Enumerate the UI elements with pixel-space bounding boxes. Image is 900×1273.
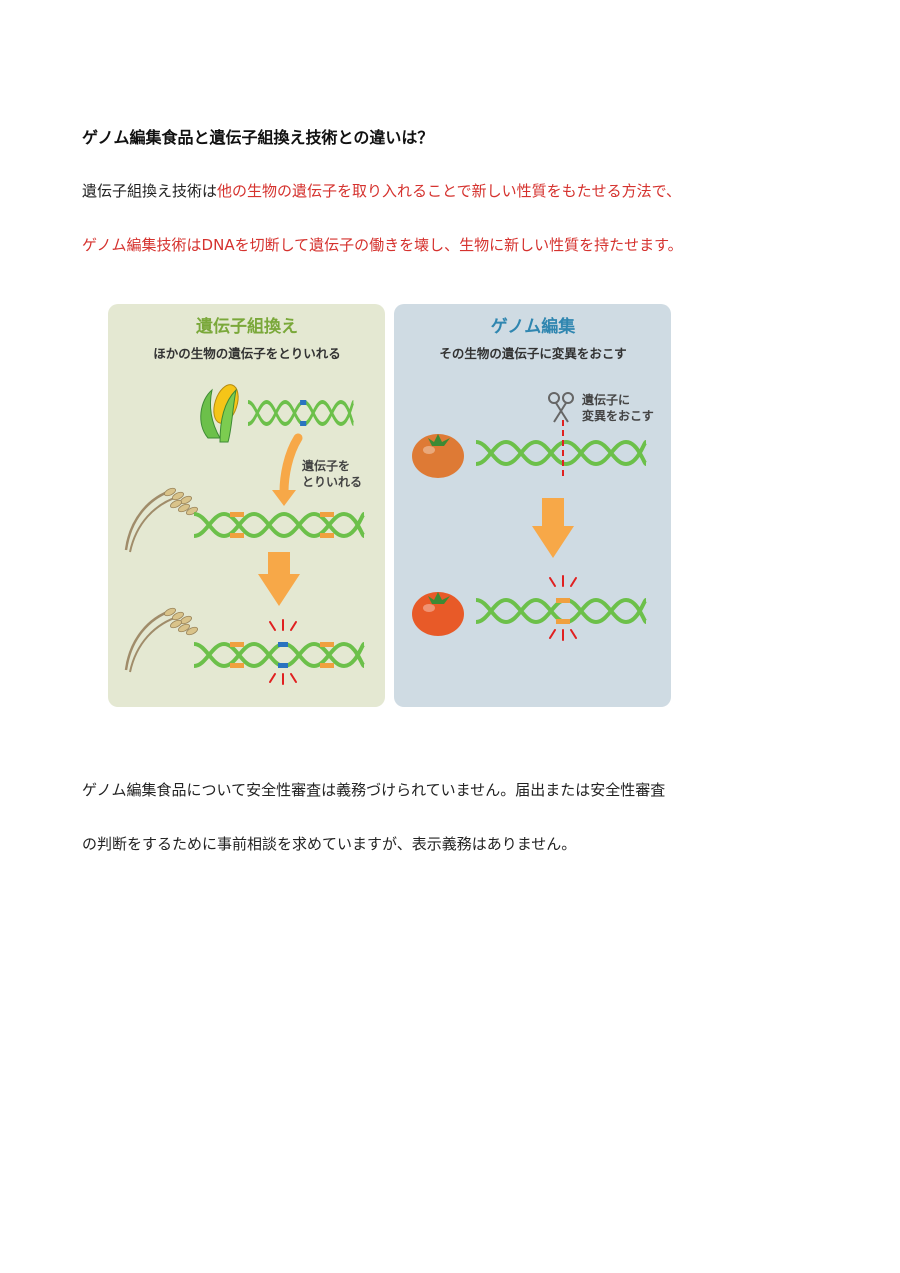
left-panel-subtitle: ほかの生物の遺伝子をとりいれる bbox=[153, 346, 341, 361]
down-arrow-left bbox=[258, 552, 300, 606]
right-note-line-1: 遺伝子に bbox=[581, 392, 630, 407]
body-line-2: の判断をするために事前相談を求めていますが、表示義務はありません。 bbox=[82, 835, 577, 853]
right-panel-bg bbox=[394, 304, 671, 707]
corn-icon bbox=[200, 384, 239, 443]
transfer-arrow bbox=[272, 433, 303, 506]
intro-plain-text: 遺伝子組換え技術は bbox=[82, 182, 218, 200]
left-note-line-1: 遺伝子を bbox=[301, 458, 350, 473]
right-panel-title: ゲノム編集 bbox=[491, 316, 576, 337]
intro-line-1: 遺伝子組換え技術は他の生物の遺伝子を取り入れることで新しい性質をもたせる方法で、 bbox=[82, 180, 681, 201]
right-panel-subtitle: その生物の遺伝子に変異をおこす bbox=[439, 346, 626, 361]
host-dna bbox=[192, 512, 366, 538]
intro-line-2: ゲノム編集技術はDNAを切断して遺伝子の働きを壊し、生物に新しい性質を持たせます… bbox=[82, 236, 683, 254]
left-note-line-2: とりいれる bbox=[302, 475, 362, 489]
body-line-1: ゲノム編集食品について安全性審査は義務づけられていません。届出または安全性審査 bbox=[82, 781, 666, 799]
donor-dna bbox=[246, 400, 356, 426]
edited-dna bbox=[474, 598, 648, 624]
left-panel-title: 遺伝子組換え bbox=[196, 316, 298, 337]
down-arrow-right bbox=[532, 498, 574, 558]
intro-red-text-1: 他の生物の遺伝子を取り入れることで新しい性質をもたせる方法で、 bbox=[217, 182, 681, 200]
tomato-icon bbox=[412, 434, 464, 478]
spark-marks-left bbox=[269, 619, 297, 685]
comparison-figure: 遺伝子組換え ほかの生物の遺伝子をとりいれる 遺伝子を とりいれる bbox=[108, 304, 671, 707]
modified-dna bbox=[192, 642, 366, 668]
page-heading: ゲノム編集食品と遺伝子組換え技術との違いは？ bbox=[82, 128, 434, 147]
spark-marks-right bbox=[549, 575, 577, 641]
left-panel-bg bbox=[108, 304, 385, 707]
tomato-icon bbox=[412, 592, 464, 636]
scissors-icon bbox=[548, 392, 574, 423]
right-note-line-2: 変異をおこす bbox=[582, 408, 654, 423]
